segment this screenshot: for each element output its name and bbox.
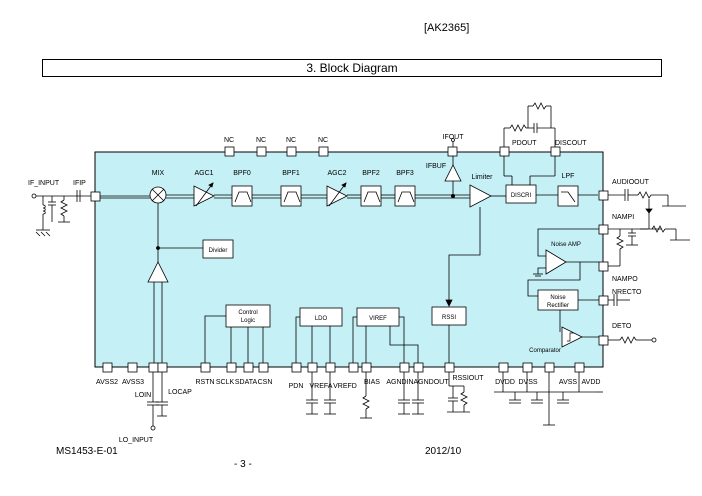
bottom-external-network	[147, 372, 603, 431]
pin-label-rstn: RSTN	[195, 379, 214, 386]
pin-label-avss3: AVSS3	[122, 379, 144, 386]
right-external-network	[608, 189, 690, 344]
label-mix: MIX	[152, 170, 165, 177]
label-agc1: AGC1	[194, 170, 213, 177]
bpf3-filter	[394, 185, 416, 207]
label-ldo: LDO	[315, 316, 328, 322]
bpf2-filter	[360, 185, 382, 207]
pin-label-agndin: AGNDIN	[386, 379, 413, 386]
pin-label-audioout: AUDIOOUT	[612, 179, 650, 186]
pin-label-nc-3: NC	[286, 137, 296, 144]
signal-path	[100, 156, 598, 208]
pin-label-nrecto: NRECTO	[612, 289, 642, 296]
pin-label-sclk: SCLK	[216, 379, 235, 386]
label-noise-amp: Noise AMP	[551, 242, 581, 248]
label-lpf: LPF	[562, 173, 575, 180]
pin-label-sdata: SDATA	[235, 379, 258, 386]
pin-label-avss: AVSS	[559, 379, 577, 386]
limiter-to-rssi	[448, 207, 481, 304]
pin-label-nampo: NAMPO	[612, 276, 638, 283]
pin-label-nc-4: NC	[318, 137, 328, 144]
bpf0-filter	[231, 185, 253, 207]
pin-label-nampi: NAMPI	[612, 214, 634, 221]
pin-nampo	[598, 261, 609, 272]
label-divider: Divider	[209, 248, 228, 254]
section-title: 3. Block Diagram	[306, 61, 398, 75]
footer-page: - 3 -	[234, 459, 252, 470]
label-comparator: Comparator	[529, 348, 561, 354]
pin-label-deto: DETO	[612, 323, 632, 330]
if-input-network	[31, 190, 92, 237]
label-control: Control	[238, 310, 257, 316]
pin-label-vrefd: VREFD	[333, 383, 357, 390]
comparator-amp	[561, 326, 583, 348]
label-viref: VIREF	[369, 316, 387, 322]
label-discri: DISCRI	[511, 193, 532, 199]
pin-audioout	[598, 190, 609, 201]
pin-label-ifout: IFOUT	[443, 134, 465, 141]
pin-label-rssiout: RSSIOUT	[452, 375, 484, 382]
pin-nampi	[598, 224, 609, 235]
divider-block	[202, 239, 234, 259]
pin-label-vrefa: VREFA	[310, 383, 333, 390]
pin-label-lo-input: LO_INPUT	[119, 437, 154, 444]
pin-label-nc-1: NC	[224, 137, 234, 144]
pin-label-locap: LOCAP	[168, 389, 192, 396]
agc2-amp	[326, 185, 348, 207]
lpf-block	[557, 185, 579, 207]
pin-label-agndout: AGNDOUT	[414, 379, 450, 386]
pin-ifip	[90, 191, 101, 202]
pin-label-dvdd: DVDD	[495, 379, 515, 386]
pin-label-ifip: IFIP	[73, 180, 86, 187]
limiter-amp	[469, 184, 492, 208]
label-agc2: AGC2	[327, 170, 346, 177]
label-bpf1: BPF1	[282, 170, 300, 177]
ifbuf-amp	[444, 164, 462, 182]
pin-label-dvss: DVSS	[518, 379, 537, 386]
label-bpf0: BPF0	[233, 170, 251, 177]
internal-wiring	[204, 315, 450, 363]
pdout-network	[503, 102, 556, 147]
chip-body	[94, 151, 604, 368]
pin-label-nc-2: NC	[256, 137, 266, 144]
pin-label-pdout: PDOUT	[512, 140, 537, 147]
label-ifbuf: IFBUF	[426, 163, 446, 170]
label-limiter: Limiter	[471, 174, 493, 181]
label-bpf3: BPF3	[396, 170, 414, 177]
pin-label-discout: DISCOUT	[555, 140, 587, 147]
footer-doc-number: MS1453-E-01	[56, 446, 118, 457]
pin-label-bias: BIAS	[364, 379, 380, 386]
label-bpf2: BPF2	[362, 170, 380, 177]
top-pins	[224, 146, 561, 157]
label-logic: Logic	[241, 318, 255, 324]
lo-buffer-amp	[147, 261, 169, 283]
pin-label-loin: LOIN	[135, 392, 151, 399]
label-noise-2: Rectifier	[547, 303, 569, 309]
label-rssi: RSSI	[442, 315, 456, 321]
document-id: [AK2365]	[424, 22, 470, 34]
pin-label-pdn: PDN	[289, 383, 304, 390]
discri-block	[505, 184, 537, 204]
footer-date: 2012/10	[425, 446, 462, 457]
pin-label-if-input: IF_INPUT	[28, 180, 60, 187]
pin-label-csn: CSN	[258, 379, 273, 386]
agc1-amp	[193, 185, 215, 207]
label-noise-1: Noise	[550, 295, 566, 301]
pin-label-avdd: AVDD	[582, 379, 601, 386]
lo-path	[147, 203, 203, 363]
pin-deto	[598, 335, 609, 346]
noise-amp	[545, 249, 567, 275]
bottom-pins	[102, 362, 585, 373]
bpf1-filter	[280, 185, 302, 207]
pin-nrecto	[598, 295, 609, 306]
noise-section	[527, 228, 599, 348]
pin-label-avss2: AVSS2	[96, 379, 118, 386]
section-title-box: 3. Block Diagram	[42, 59, 662, 77]
